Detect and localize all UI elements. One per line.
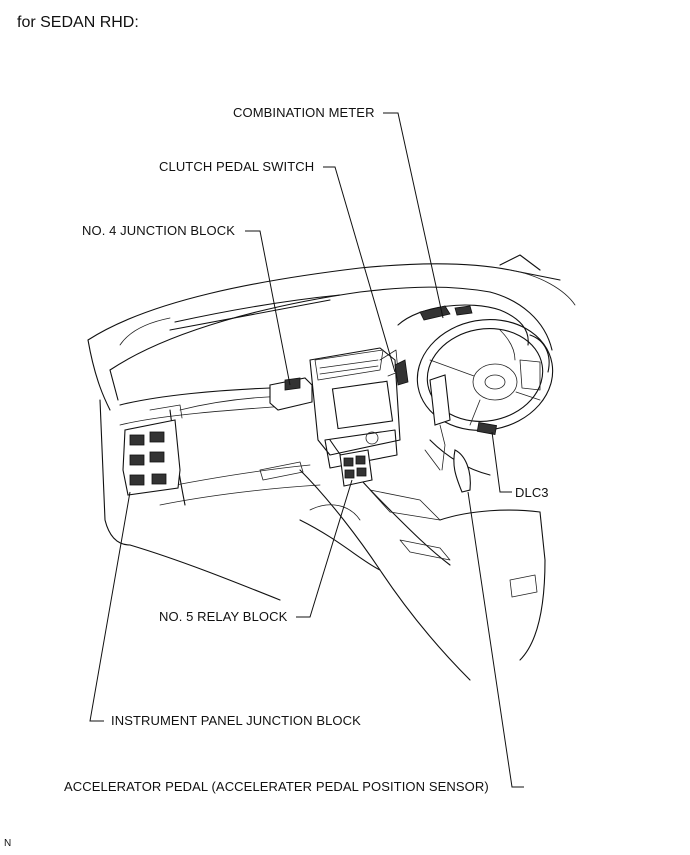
no5-relay-block-part — [339, 449, 373, 487]
ipjb-part — [122, 404, 183, 496]
corner-mark: N — [4, 838, 12, 849]
label-instrument-panel-junction-block: INSTRUMENT PANEL JUNCTION BLOCK — [111, 713, 361, 728]
page-title: for SEDAN RHD: — [17, 14, 139, 31]
label-dlc3: DLC3 — [515, 485, 549, 500]
center-stack — [309, 347, 401, 469]
no4-junction-block-part — [269, 377, 313, 411]
label-no5-relay-block: NO. 5 RELAY BLOCK — [159, 609, 288, 624]
label-combination-meter: COMBINATION METER — [233, 105, 375, 120]
leader-lines — [89, 112, 524, 788]
label-accelerator-pedal: ACCELERATOR PEDAL (ACCELERATER PEDAL POS… — [64, 779, 489, 794]
label-no4-junction-block: NO. 4 JUNCTION BLOCK — [82, 223, 235, 238]
steering-and-meter — [394, 304, 554, 493]
label-clutch-pedal-switch: CLUTCH PEDAL SWITCH — [159, 159, 315, 174]
